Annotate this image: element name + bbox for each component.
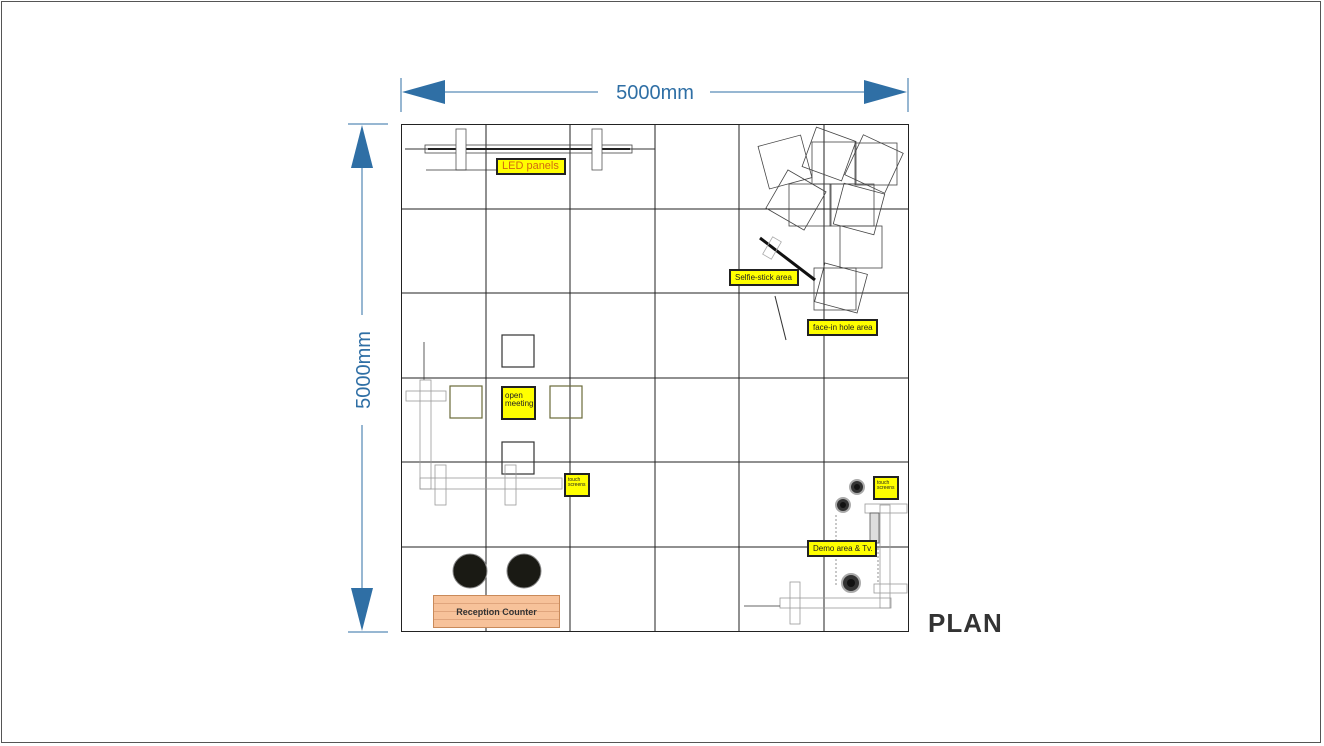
width-dimension: 5000mm: [400, 78, 909, 112]
reception-counter-label: Reception Counter: [456, 606, 537, 617]
led-panel-wall: [405, 128, 655, 171]
arrow-down-icon: [351, 588, 373, 631]
height-label: 5000mm: [353, 331, 375, 409]
selfie-stick: [759, 236, 816, 341]
height-dimension: 5000mm: [348, 123, 388, 633]
width-label: 5000mm: [616, 82, 694, 104]
reception-stools: [452, 553, 542, 589]
face-in-hole-tiles: [757, 126, 904, 314]
demo-area-wall: [744, 503, 908, 625]
face-in-hole-label: face-in hole area: [807, 319, 878, 336]
plan-title: PLAN: [928, 608, 1003, 638]
left-display-wall: [405, 342, 563, 506]
arrow-up-icon: [351, 125, 373, 168]
open-meeting-label: open meeting: [501, 386, 536, 420]
meeting-chairs: [449, 334, 583, 475]
arrow-left-icon: [402, 80, 445, 104]
demo-stools: [835, 479, 865, 593]
reception-counter: Reception Counter: [433, 595, 560, 628]
arrow-right-icon: [864, 80, 907, 104]
selfie-stick-label: Selfie-stick area: [729, 269, 799, 286]
touch-screens-left-label: touch screens: [564, 473, 590, 497]
touch-screens-right-label: touch screens: [873, 476, 899, 500]
demo-area-label: Demo area & Tv.: [807, 540, 877, 557]
floor-grid: [401, 124, 909, 632]
led-panels-label: LED panels: [496, 158, 566, 175]
